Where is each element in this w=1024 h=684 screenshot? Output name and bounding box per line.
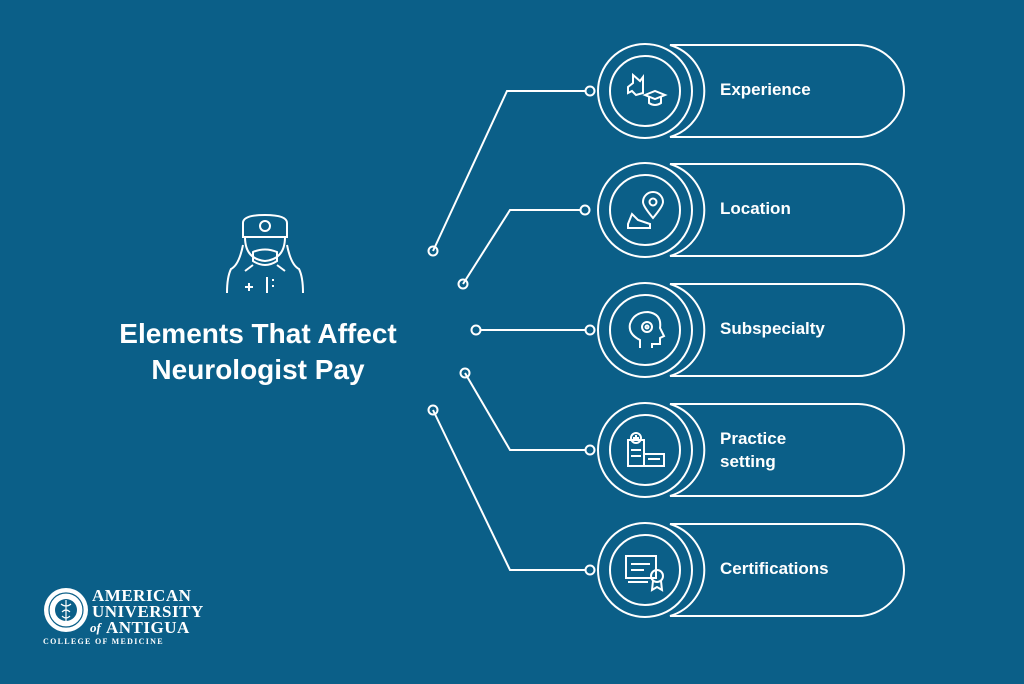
connectors bbox=[427, 85, 596, 576]
factor-certifications-shape bbox=[597, 522, 905, 618]
title-line-1: Elements That Affect bbox=[119, 318, 397, 349]
connector-certifications bbox=[432, 409, 585, 571]
factor-label-experience: Experience bbox=[720, 80, 811, 99]
factor-label-practice-line-1: Practice bbox=[720, 429, 787, 448]
factor-label-practice-line-2: setting bbox=[720, 452, 776, 471]
factor-practice-setting-shape bbox=[597, 402, 905, 498]
connector-location bbox=[462, 209, 580, 285]
brain-gear-head-icon bbox=[628, 310, 666, 348]
factor-location-shape bbox=[597, 162, 905, 258]
connector-practice bbox=[464, 372, 585, 451]
hospital-building-icon bbox=[627, 432, 665, 467]
factor-subspecialty-shape bbox=[597, 282, 905, 378]
logo-line-1: AMERICAN bbox=[92, 586, 192, 605]
factor-label-subspecialty: Subspecialty bbox=[720, 319, 825, 338]
factor-label-location: Location bbox=[720, 199, 791, 218]
logo-line-3-prefix: of bbox=[90, 620, 101, 635]
certificate-icon bbox=[625, 555, 664, 592]
title-line-2: Neurologist Pay bbox=[151, 354, 365, 385]
location-pin-icon bbox=[627, 191, 665, 229]
logo-line-3: ANTIGUA bbox=[106, 618, 190, 637]
logo-line-4: COLLEGE OF MEDICINE bbox=[43, 637, 164, 646]
university-seal-icon bbox=[44, 588, 88, 632]
factor-label-certifications: Certifications bbox=[720, 559, 829, 578]
factor-experience-shape bbox=[597, 43, 905, 139]
logo-line-2: UNIVERSITY bbox=[92, 602, 204, 621]
doctor-icon bbox=[226, 213, 304, 294]
experience-graduation-icon bbox=[627, 72, 668, 106]
connector-experience bbox=[432, 90, 585, 252]
